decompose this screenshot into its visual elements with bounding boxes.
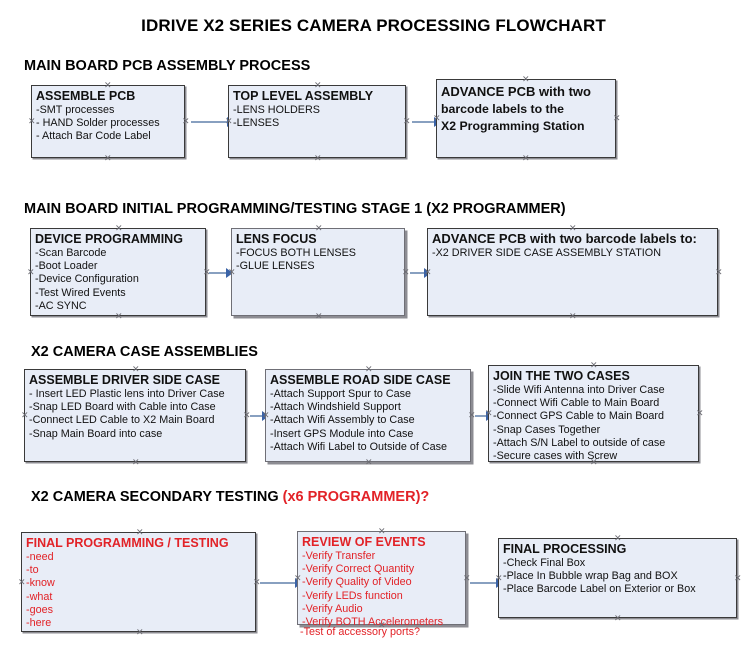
box-line: -here (26, 617, 52, 630)
box-line: -Verify BOTH Accelerometers (302, 616, 443, 629)
box-line: -need (26, 551, 54, 563)
connector-arrow (260, 582, 297, 584)
box-header: LENS FOCUS (236, 232, 317, 246)
section-heading-text: X2 CAMERA SECONDARY TESTING (31, 489, 283, 505)
box-header: FINAL PROGRAMMING / TESTING (26, 536, 229, 550)
box-line: -Attach Windshield Support (270, 401, 401, 414)
box-assemble-driver-side-case[interactable]: ASSEMBLE DRIVER SIDE CASE - Insert LED P… (24, 369, 246, 462)
box-line: -Attach Wifi Assembly to Case (270, 414, 415, 427)
box-line: -Snap Main Board into case (29, 427, 163, 440)
box-line: -know (26, 577, 55, 590)
box-advance-pcb-driver-side-case[interactable]: ADVANCE PCB with two barcode labels to: … (427, 228, 718, 316)
box-line: -Attach Wifi Label to Outside of Case (270, 440, 448, 453)
connector-arrow (410, 272, 426, 274)
box-lens-focus[interactable]: LENS FOCUS -FOCUS BOTH LENSES -GLUE LENS… (231, 228, 405, 316)
box-line: -Verify LEDs function (302, 589, 403, 602)
box-line: - Insert LED Plastic lens into Driver Ca… (29, 388, 225, 400)
box-line: -Attach S/N Label to outside of case (493, 436, 666, 449)
box-header: JOIN THE TWO CASES (493, 369, 630, 383)
box-line: -LENS HOLDERS (233, 104, 320, 116)
box-join-the-two-cases[interactable]: JOIN THE TWO CASES -Slide Wifi Antenna i… (488, 365, 699, 462)
box-header: ADVANCE PCB with two (441, 84, 591, 99)
box-header: TOP LEVEL ASSEMBLY (233, 89, 374, 103)
box-header: DEVICE PROGRAMMING (35, 232, 183, 246)
page-title: IDRIVE X2 SERIES CAMERA PROCESSING FLOWC… (141, 16, 606, 35)
box-header: FINAL PROCESSING (503, 542, 627, 556)
box-line: -Check Final Box (503, 557, 586, 569)
box-line: -Attach Support Spur to Case (270, 388, 412, 400)
box-advance-pcb-x2-programming-station[interactable]: ADVANCE PCB with two barcode labels to t… (436, 79, 616, 158)
box-line: -Verify Audio (302, 602, 363, 615)
box-header: ADVANCE PCB with two barcode labels to: (432, 231, 697, 246)
box-assemble-pcb[interactable]: ASSEMBLE PCB -SMT processes - HAND Solde… (31, 85, 185, 158)
box-review-of-events[interactable]: REVIEW OF EVENTS -Verify Transfer -Verif… (297, 531, 466, 628)
section-heading-text: X2 CAMERA CASE ASSEMBLIES (31, 344, 258, 360)
box-line: -FOCUS BOTH LENSES (236, 247, 356, 259)
box-line: -Place In Bubble wrap Bag and BOX (503, 570, 678, 583)
box-assemble-road-side-case[interactable]: ASSEMBLE ROAD SIDE CASE -Attach Support … (265, 369, 471, 462)
connector-arrow (412, 121, 436, 123)
box-line: -Secure cases with Screw (493, 450, 618, 463)
connector-arrow (209, 272, 228, 274)
box-line: - Attach Bar Code Label (36, 130, 151, 143)
box-line: -LENSES (233, 117, 280, 130)
box-header: REVIEW OF EVENTS (302, 535, 426, 549)
box-line: X2 Programming Station (441, 119, 585, 133)
box-line: -Connect GPS Cable to Main Board (493, 410, 665, 423)
box-top-level-assembly[interactable]: TOP LEVEL ASSEMBLY -LENS HOLDERS -LENSES (228, 85, 406, 158)
box-line: -Test Wired Events (35, 286, 126, 299)
section-heading-text: MAIN BOARD INITIAL PROGRAMMING/TESTING S… (24, 201, 566, 217)
box-line: -Insert GPS Module into Case (270, 427, 414, 440)
box-line: -SMT processes (36, 104, 115, 116)
box-line: -goes (26, 603, 54, 616)
box-line: -Connect Wifi Cable to Main Board (493, 397, 660, 410)
section-heading-x2-camera-secondary-testing: X2 CAMERA SECONDARY TESTING (x6 PROGRAMM… (31, 489, 429, 505)
connector-arrow (250, 415, 264, 417)
connector-arrowhead-icon (226, 268, 233, 278)
connector-arrow (475, 415, 488, 417)
box-header: ASSEMBLE PCB (36, 89, 136, 103)
box-line: -Device Configuration (35, 273, 139, 286)
box-line: -what (26, 590, 53, 603)
section-heading-main-board-pcb-assembly: MAIN BOARD PCB ASSEMBLY PROCESS (24, 58, 310, 74)
section-heading-main-board-initial-programming: MAIN BOARD INITIAL PROGRAMMING/TESTING S… (24, 201, 566, 217)
box-line: -Connect LED Cable to X2 Main Board (29, 414, 215, 427)
connector-arrow (470, 582, 498, 584)
box-line: -GLUE LENSES (236, 260, 315, 273)
box-header: ASSEMBLE DRIVER SIDE CASE (29, 373, 221, 387)
connector-arrow (191, 121, 229, 123)
section-heading-text: MAIN BOARD PCB ASSEMBLY PROCESS (24, 58, 311, 74)
box-line: -Verify Transfer (302, 550, 376, 562)
box-line-overflow: -Test of accessory ports? (300, 626, 421, 638)
section-heading-accent: (x6 PROGRAMMER)? (282, 489, 430, 505)
box-line: -Scan Barcode (35, 247, 107, 259)
box-line: -Verify Quality of Video (302, 576, 412, 589)
box-line: -to (26, 564, 39, 577)
box-line: -X2 DRIVER SIDE CASE ASSEMBLY STATION (432, 247, 661, 259)
box-line: - HAND Solder processes (36, 117, 160, 130)
box-device-programming[interactable]: DEVICE PROGRAMMING -Scan Barcode -Boot L… (30, 228, 206, 316)
box-line: -Slide Wifi Antenna into Driver Case (493, 384, 665, 396)
box-header: ASSEMBLE ROAD SIDE CASE (270, 373, 451, 387)
box-line: -Snap Cases Together (493, 423, 601, 436)
box-line: -Place Barcode Label on Exterior or Box (503, 583, 696, 596)
box-line: -Boot Loader (35, 260, 98, 273)
box-line: -Verify Correct Quantity (302, 563, 415, 576)
box-line: -AC SYNC (35, 299, 87, 312)
box-final-processing[interactable]: FINAL PROCESSING -Check Final Box -Place… (498, 538, 737, 618)
box-line: -Snap LED Board with Cable into Case (29, 401, 216, 414)
section-heading-x2-camera-case-assemblies: X2 CAMERA CASE ASSEMBLIES (31, 344, 258, 360)
box-line: barcode labels to the (441, 102, 564, 116)
box-final-programming-testing[interactable]: FINAL PROGRAMMING / TESTING -need -to -k… (21, 532, 256, 632)
